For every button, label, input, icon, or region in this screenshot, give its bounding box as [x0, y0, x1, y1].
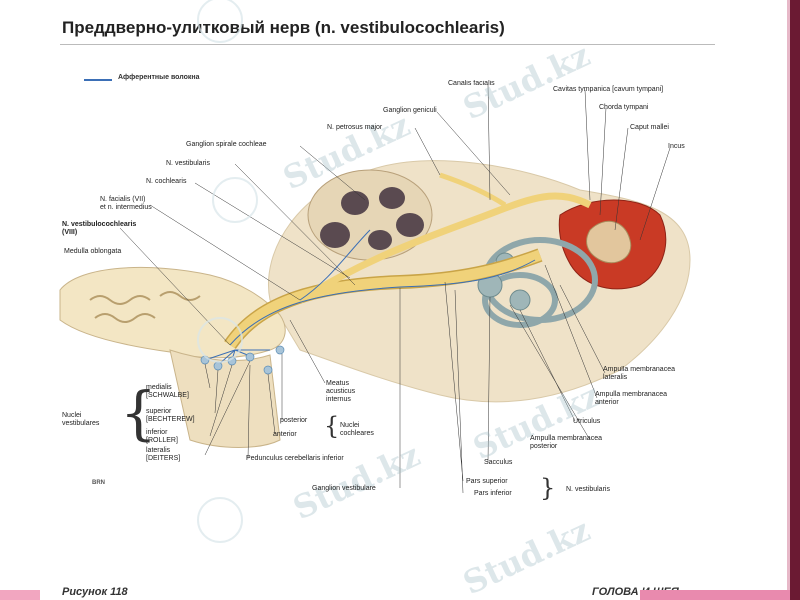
label-ganglion-vestibulare: Ganglion vestibulare — [312, 485, 376, 492]
label-meatus-2: acusticus — [326, 388, 356, 395]
label-ampulla-posterior-1: Ampulla membranacea — [530, 435, 602, 442]
label-n-cochlearis: N. cochlearis — [146, 178, 187, 185]
label-n-petrosus-major: N. petrosus major — [327, 124, 383, 131]
title-divider — [60, 44, 715, 45]
label-superior-1: superior — [146, 408, 172, 415]
label-pars-inferior: Pars inferior — [474, 490, 512, 497]
label-posterior: posterior — [280, 417, 308, 424]
label-sacculus: Sacculus — [484, 459, 513, 466]
label-n-vestibularis: N. vestibularis — [166, 160, 210, 167]
figure-number: Рисунок 118 — [62, 586, 128, 598]
label-nuclei-cochleares-1: Nuclei — [340, 422, 360, 429]
label-n-facialis-1: N. facialis (VII) — [100, 196, 146, 203]
label-inferior-2: [ROLLER] — [146, 437, 178, 444]
page-title: Преддверно-улитковый нерв (n. vestibuloc… — [62, 18, 505, 37]
brace-nuclei-vestibulares: { — [120, 379, 157, 447]
label-pars-superior: Pars superior — [466, 478, 508, 485]
brace-n-vestibularis: } — [540, 474, 556, 502]
label-meatus-1: Meatus — [326, 380, 349, 387]
label-nuclei-cochleares-2: cochleares — [340, 430, 374, 437]
label-n-facialis-2: et n. intermedius — [100, 204, 152, 211]
label-inferior-1: inferior — [146, 429, 168, 436]
svg-text:Stud.kz: Stud.kz — [457, 511, 595, 600]
label-superior-2: [BECHTEREW] — [146, 416, 195, 423]
label-canalis-facialis: Canalis facialis — [448, 80, 495, 87]
illustrator-credit: BRN — [92, 480, 105, 486]
legend-label: Афферентные волокна — [118, 74, 200, 81]
brace-nuclei-cochleares: { — [324, 412, 340, 440]
bottom-accent-left — [0, 590, 40, 600]
label-ganglion-spirale: Ganglion spirale cochleae — [186, 141, 267, 148]
label-lateralis-1: lateralis — [146, 447, 171, 454]
label-anterior: anterior — [273, 431, 297, 438]
cochlea — [307, 169, 433, 261]
label-nuclei-vestibulares-1: Nuclei — [62, 412, 82, 419]
brainstem-lower — [169, 349, 281, 448]
label-ampulla-lateralis-2: lateralis — [603, 374, 628, 381]
label-n-vestibulocochlearis-2: (VIII) — [62, 229, 78, 236]
svg-text:Stud.kz: Stud.kz — [287, 436, 425, 527]
label-ganglion-geniculi: Ganglion geniculi — [383, 107, 437, 114]
label-ampulla-anterior-1: Ampulla membranacea — [595, 391, 667, 398]
label-utriculus: Utriculus — [573, 418, 601, 425]
legend-swatch — [84, 79, 112, 81]
label-n-vestibularis-2: N. vestibularis — [566, 486, 610, 493]
label-caput-mallei: Caput mallei — [630, 124, 669, 131]
label-ampulla-anterior-2: anterior — [595, 399, 619, 406]
label-ampulla-lateralis-1: Ampulla membranacea — [603, 366, 675, 373]
label-ampulla-posterior-2: posterior — [530, 443, 558, 450]
label-incus: Incus — [668, 143, 685, 150]
label-nuclei-vestibulares-2: vestibulares — [62, 420, 100, 427]
label-medulla-oblongata: Medulla oblongata — [64, 248, 122, 255]
label-pedunculus: Pedunculus cerebellaris inferior — [246, 455, 344, 462]
frame-edge-light — [787, 0, 790, 600]
label-cavitas-tympanica: Cavitas tympanica [cavum tympani] — [553, 86, 664, 93]
label-medialis-1: medialis — [146, 384, 172, 391]
bottom-accent-right — [640, 590, 790, 600]
label-chorda-tympani: Chorda tympani — [599, 104, 649, 111]
medulla-oblongata — [59, 266, 286, 359]
facial-nerve — [298, 192, 592, 303]
label-lateralis-2: [DEITERS] — [146, 455, 181, 462]
label-meatus-3: internus — [326, 396, 351, 403]
frame-edge — [790, 0, 800, 600]
label-n-vestibulocochlearis-1: N. vestibulocochlearis — [62, 221, 137, 228]
label-medialis-2: [SCHWALBE] — [146, 392, 189, 399]
